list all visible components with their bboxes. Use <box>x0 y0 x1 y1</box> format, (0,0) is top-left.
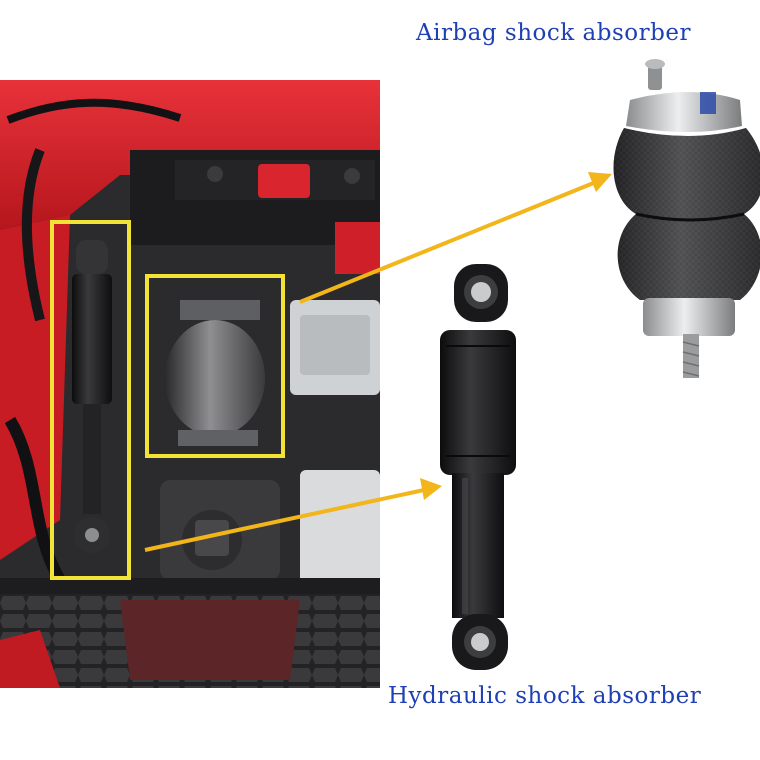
airbag-pointer-arrow <box>299 172 612 304</box>
hydraulic-highlight-box <box>50 220 131 580</box>
airbag-caption: Airbag shock absorber <box>416 20 691 46</box>
hydraulic-caption: Hydraulic shock absorber <box>388 683 702 709</box>
airbag-product-photo <box>613 59 760 378</box>
hydraulic-pointer-arrow <box>144 478 442 552</box>
hydraulic-product-photo <box>440 264 516 670</box>
airbag-highlight-box <box>145 274 285 458</box>
engine-bay-photo <box>0 80 380 688</box>
